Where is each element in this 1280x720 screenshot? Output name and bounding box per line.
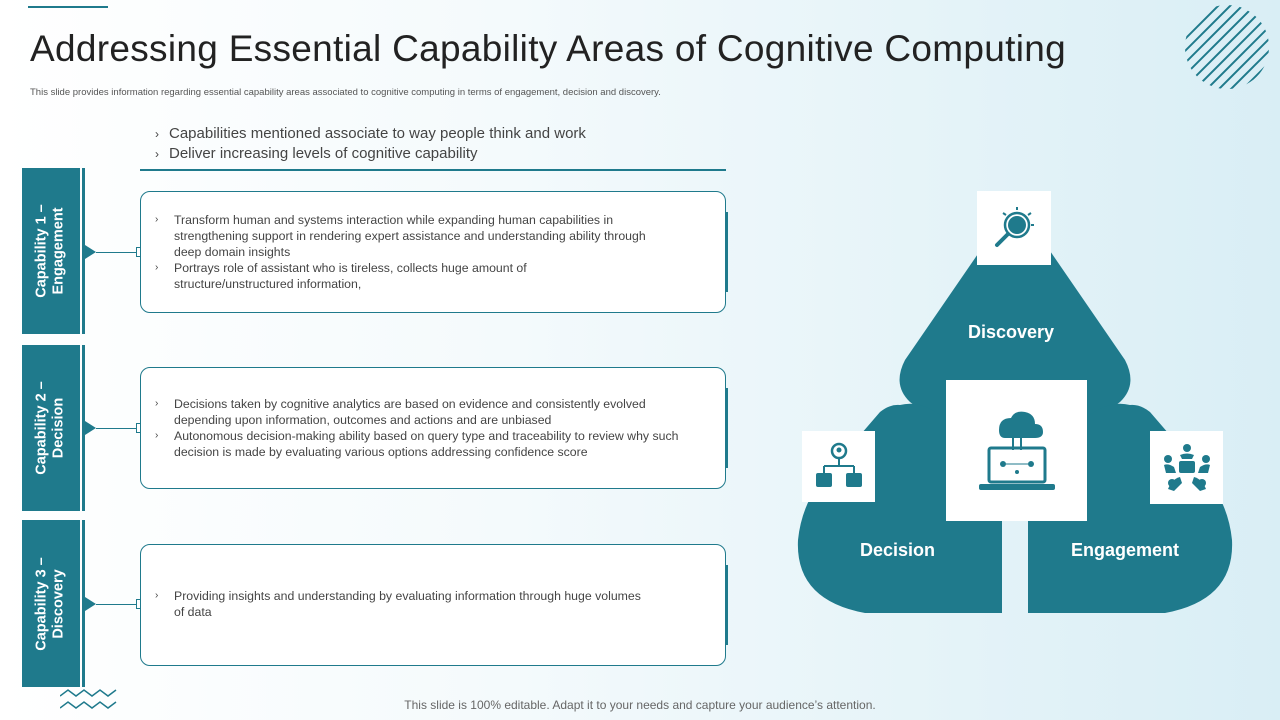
capability-1-arrow-icon [85,245,96,259]
intro-list: ›Capabilities mentioned associate to way… [155,124,586,164]
capability-1-connector [96,252,136,253]
decision-label: Decision [860,540,936,560]
capability-2-bar [82,345,85,511]
capability-3-arrow-icon [85,597,96,611]
engagement-icon-box [1150,431,1223,504]
bullet-chevron-icon: › [155,398,159,409]
capability-1-card-edge [725,212,728,292]
bullet-chevron-icon: › [155,590,159,601]
page-subtitle: This slide provides information regardin… [30,87,661,98]
intro-item: ›Capabilities mentioned associate to way… [155,125,586,142]
capability-2-card-edge [725,388,728,468]
intro-item: ›Deliver increasing levels of cognitive … [155,145,478,162]
capability-1-card [140,191,726,313]
capability-2-bullets: ›Decisions taken by cognitive analytics … [155,396,694,460]
bullet-chevron-icon: › [155,214,159,225]
capability-1-bar [82,168,85,334]
page-title: Addressing Essential Capability Areas of… [30,28,1067,69]
capability-3-tab: Capability 3 – Discovery [22,520,80,687]
capability-3-card [140,544,726,666]
bullet-chevron-icon: › [155,127,159,141]
engagement-label: Engagement [1071,540,1180,560]
capability-1-tab: Capability 1 – Engagement [22,168,80,334]
discovery-icon-box [977,191,1051,265]
top-accent-line [28,0,108,8]
capability-2-tab: Capability 2 – Decision [22,345,80,511]
capability-1-bullets: ›Transform human and systems interaction… [155,212,669,292]
team-meeting-icon [1163,443,1210,491]
decision-icon-box [802,431,875,502]
cloud-laptop-icon [978,411,1055,490]
bullet-chevron-icon: › [155,147,159,161]
list-item: ›Providing insights and understanding by… [155,589,641,619]
list-item: ›Autonomous decision-making ability base… [155,429,679,459]
hatched-circle-decoration [1185,5,1269,89]
bullet-chevron-icon: › [155,430,159,441]
discovery-shape [899,200,1131,425]
list-item: ›Portrays role of assistant who is tirel… [155,261,527,291]
center-icon-box [946,380,1087,521]
capability-2-connector [96,428,136,429]
intro-divider [140,169,726,171]
footer-note: This slide is 100% editable. Adapt it to… [404,698,876,712]
hierarchy-network-icon [815,442,862,487]
list-item: ›Transform human and systems interaction… [155,213,646,259]
list-item: ›Decisions taken by cognitive analytics … [155,397,646,427]
capability-3-bullets: ›Providing insights and understanding by… [155,588,644,620]
zigzag-decoration [60,689,117,709]
capability-3-card-edge [725,565,728,645]
bullet-chevron-icon: › [155,262,159,273]
capability-3-connector [96,604,136,605]
discovery-label: Discovery [968,322,1055,342]
capability-3-bar [82,520,85,687]
capability-2-arrow-icon [85,421,96,435]
lightbulb-magnifier-icon [995,207,1034,247]
capability-2-card [140,367,726,489]
